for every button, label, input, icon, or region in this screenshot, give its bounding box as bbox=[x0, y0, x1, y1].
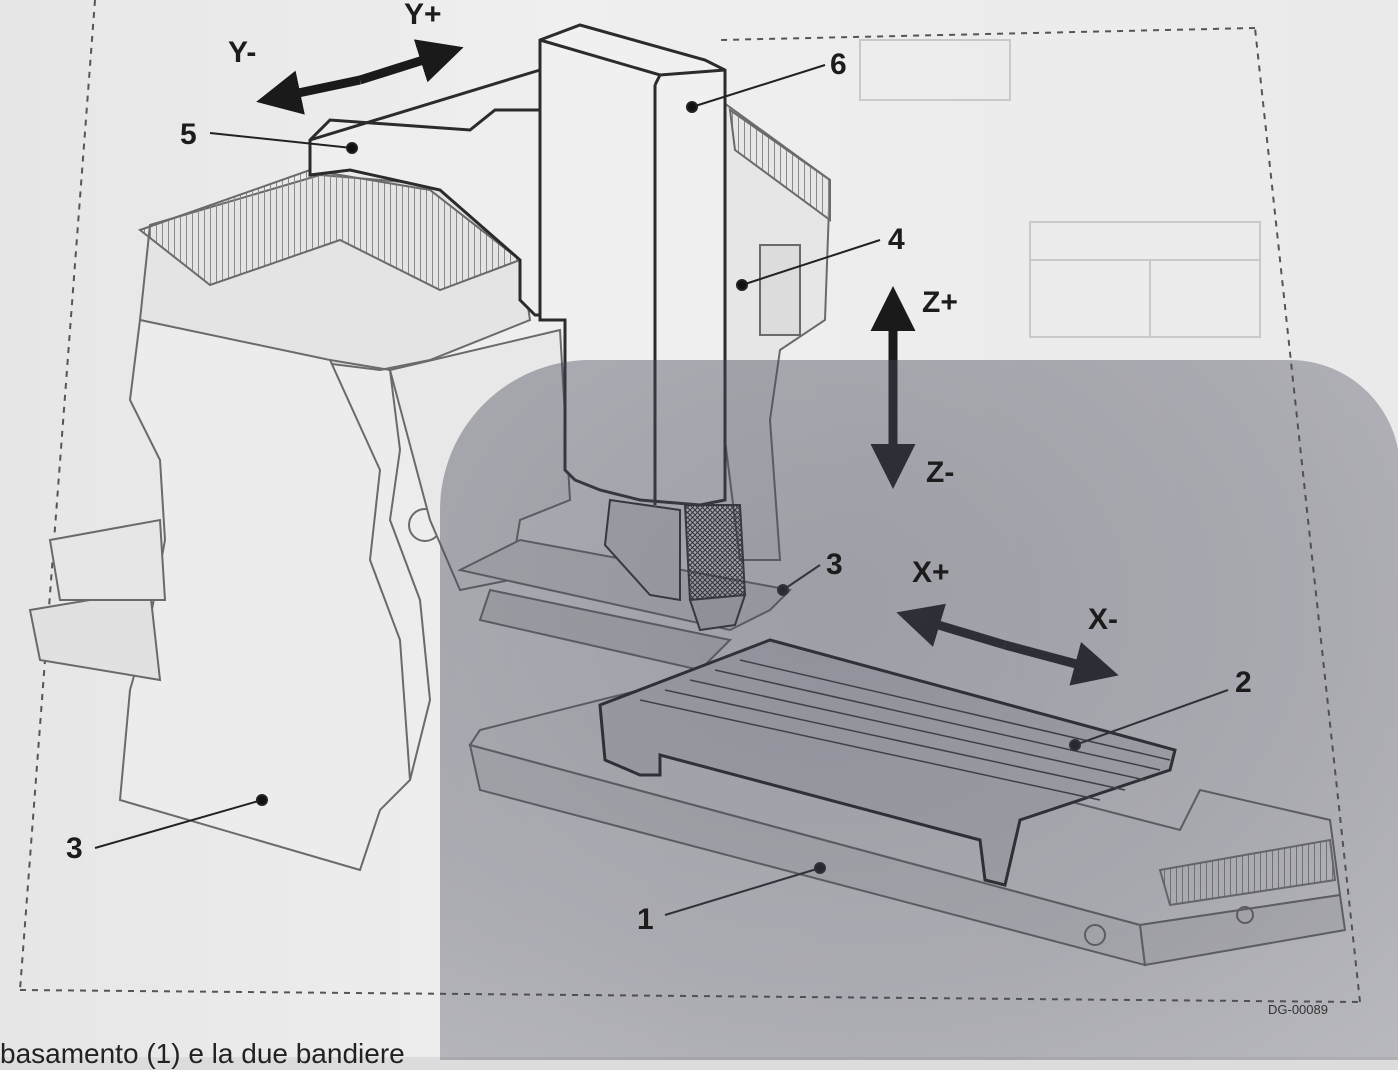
x-minus-arrow bbox=[1003, 640, 1119, 686]
drawing-code: DG-00089 bbox=[1268, 1002, 1328, 1017]
footer-text: basamento (1) e la due bandiere bbox=[0, 1038, 405, 1069]
spindle bbox=[603, 498, 747, 632]
rear-panel bbox=[719, 98, 832, 561]
y-plus-arrow bbox=[358, 39, 464, 85]
dashed-frame bbox=[19, 0, 1361, 1003]
x-plus-arrow bbox=[896, 603, 1007, 650]
callout-6: 6 bbox=[830, 48, 847, 81]
axis-label-y-plus: Y+ bbox=[404, 0, 442, 31]
y-minus-arrow bbox=[256, 70, 361, 115]
axis-label-x-plus: X+ bbox=[912, 556, 950, 589]
left-column bbox=[28, 168, 532, 872]
axis-label-y-minus: Y- bbox=[228, 36, 257, 69]
callout-3-left: 3 bbox=[66, 832, 83, 865]
callout-4: 4 bbox=[888, 223, 905, 256]
callout-leaders bbox=[94, 64, 1229, 916]
axis-label-z-minus: Z- bbox=[926, 456, 955, 489]
worktable bbox=[598, 638, 1177, 887]
callout-2: 2 bbox=[1235, 666, 1252, 699]
axis-label-z-plus: Z+ bbox=[922, 286, 958, 319]
callout-3-right: 3 bbox=[826, 548, 843, 581]
axis-arrows bbox=[256, 39, 1119, 686]
callout-1: 1 bbox=[637, 903, 654, 936]
faint-background-lines bbox=[859, 39, 1261, 338]
callout-5: 5 bbox=[180, 118, 197, 151]
axis-label-x-minus: X- bbox=[1088, 603, 1118, 636]
z-head bbox=[538, 23, 727, 507]
